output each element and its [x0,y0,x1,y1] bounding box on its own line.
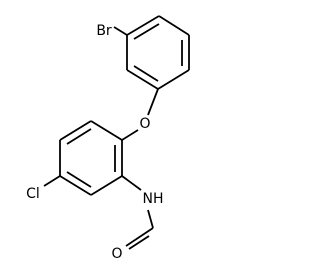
bond [158,15,190,36]
bond [59,120,92,141]
chlorophenyl-ring [59,120,123,196]
bond [59,175,92,196]
bromophenyl-ring [126,15,190,90]
bond-c-br [113,26,128,36]
bromine-label: Br [96,23,112,39]
bond-n-c [147,209,154,229]
double-bond-inner [66,171,92,188]
double-bond-inner [133,23,160,40]
double-bond-inner [66,128,92,145]
carbonyl-oxygen-label: O [111,246,122,262]
bond-c-o-carbonyl-inner [128,235,150,250]
bond-c-o-carbonyl [125,227,154,247]
chemical-structure: Br O Cl NH O [26,15,190,262]
bond [126,15,160,36]
bond-o-c-ether [121,129,139,141]
bond [90,120,123,141]
bond [157,69,190,90]
bond-c-o-ether [147,88,159,116]
chlorine-label: Cl [26,186,40,202]
amide-nh-label: NH [143,191,164,207]
bond-c-cl [43,175,61,187]
bond-c-n [121,175,142,191]
ether-oxygen-label: O [139,116,150,132]
bond [126,69,159,90]
double-bond-inner [133,65,159,82]
bond [90,175,123,196]
